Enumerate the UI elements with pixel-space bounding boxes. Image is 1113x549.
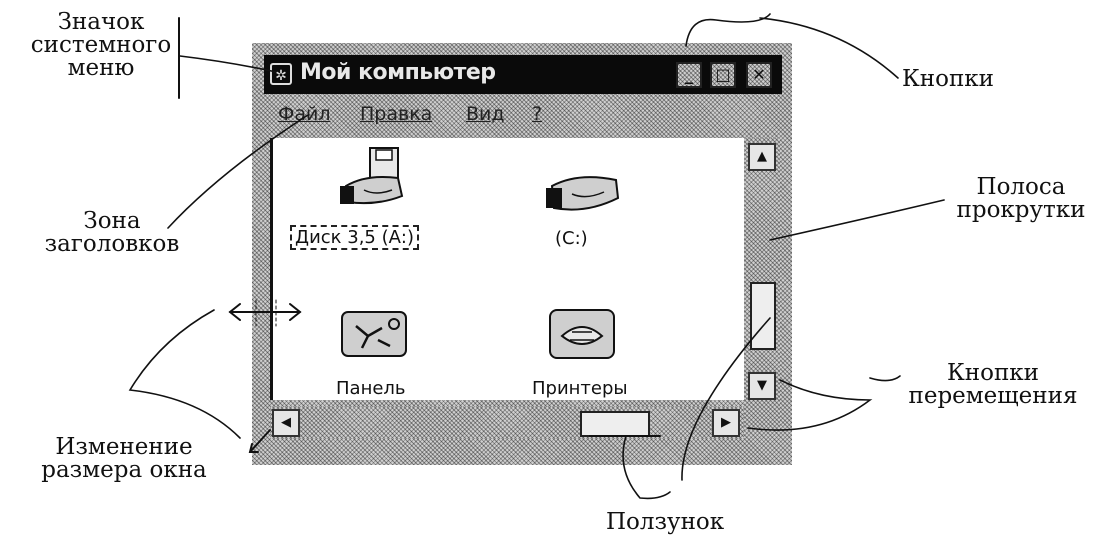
- scrollbar-leader: [770, 200, 944, 240]
- slider-leader-b: [623, 436, 670, 498]
- buttons-squiggle: [686, 14, 770, 46]
- move-buttons-callout: [748, 380, 870, 430]
- buttons-leader: [760, 18, 898, 78]
- system-menu-leader: [180, 56, 276, 72]
- resize-callout: [130, 310, 240, 438]
- header-zone-leader: [168, 115, 308, 228]
- slider-leader-a: [682, 318, 770, 480]
